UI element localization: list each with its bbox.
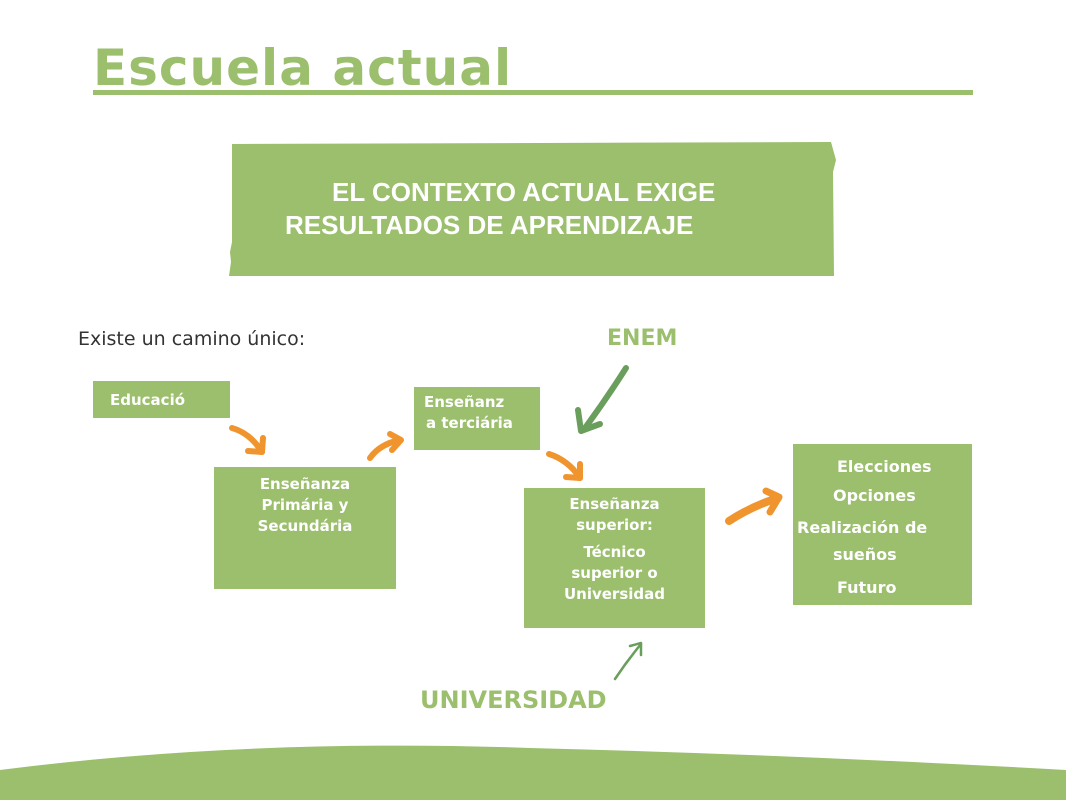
universidad-label: UNIVERSIDAD bbox=[420, 686, 607, 714]
page-title: Escuela actual bbox=[93, 39, 513, 97]
box-primaria-line-1: Enseñanza bbox=[259, 475, 351, 493]
resultado-elecciones: Elecciones bbox=[837, 457, 932, 476]
intro-text: Existe un camino único: bbox=[78, 328, 306, 350]
banner-text: EL CONTEXTO ACTUAL EXIGE RESULTADOS DE A… bbox=[229, 176, 837, 242]
box-educacion-text: Educació bbox=[110, 391, 186, 409]
box-ensenanza-terciaria: Enseñanz a terciária bbox=[414, 387, 540, 450]
arrow-superior-to-resultados-icon bbox=[725, 487, 783, 525]
box-terciaria-line-1: Enseñanz bbox=[424, 393, 505, 411]
box-superior-line-4: superior o bbox=[571, 564, 658, 582]
arrow-terciaria-to-superior-icon bbox=[546, 451, 583, 481]
enem-label: ENEM bbox=[607, 326, 678, 351]
arrow-primaria-to-terciaria-icon bbox=[367, 431, 404, 461]
box-superior-line-1: Enseñanza bbox=[569, 495, 660, 513]
box-ensenanza-primaria: Enseñanza Primária y Secundária bbox=[214, 467, 396, 589]
box-superior-line-2: superior: bbox=[576, 516, 653, 534]
resultado-suenos: sueños bbox=[833, 545, 897, 564]
title-underline bbox=[93, 90, 973, 95]
banner-background bbox=[229, 142, 836, 276]
box-superior-line-3: Técnico bbox=[583, 543, 646, 561]
enem-arrow-icon bbox=[575, 365, 629, 434]
resultado-opciones: Opciones bbox=[833, 486, 916, 505]
arrow-educacion-to-primaria-icon bbox=[229, 425, 266, 455]
box-primaria-line-2: Primária y bbox=[261, 496, 349, 514]
box-primaria-line-3: Secundária bbox=[257, 517, 353, 535]
universidad-arrow-icon bbox=[613, 641, 643, 681]
bottom-wave-decoration bbox=[0, 745, 1066, 800]
box-ensenanza-superior: Enseñanza superior: Técnico superior o U… bbox=[524, 488, 705, 628]
resultado-realizacion: Realización de bbox=[797, 518, 928, 537]
box-resultados: Elecciones Opciones Realización de sueño… bbox=[793, 444, 972, 605]
box-educacion: Educació bbox=[93, 381, 230, 418]
banner-line-1: EL CONTEXTO ACTUAL EXIGE bbox=[332, 177, 716, 207]
banner-line-2: RESULTADOS DE APRENDIZAJE bbox=[285, 210, 694, 240]
resultado-futuro: Futuro bbox=[837, 578, 897, 597]
box-superior-line-5: Universidad bbox=[563, 585, 665, 603]
box-terciaria-line-2: a terciária bbox=[426, 414, 513, 432]
